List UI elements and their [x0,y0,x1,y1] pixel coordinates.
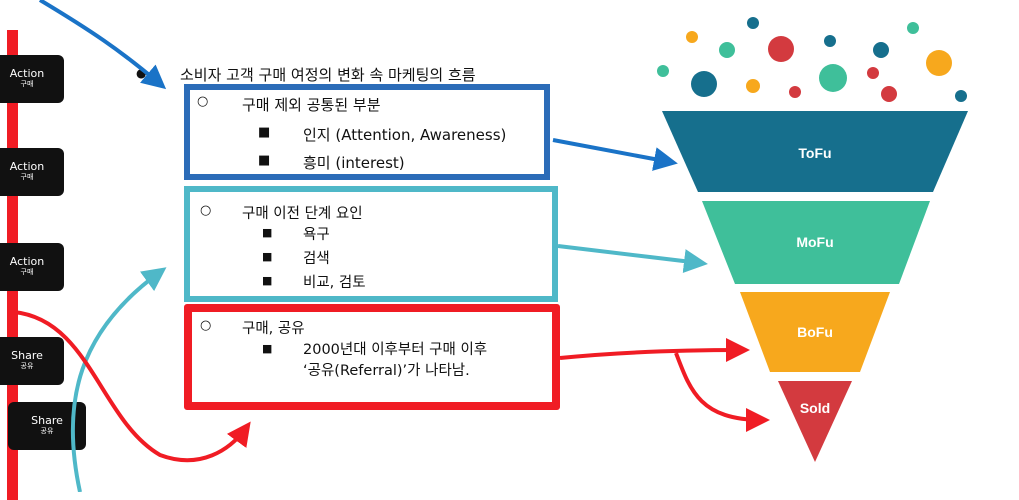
arrow-red-sold [674,352,770,432]
funnel-label-mofu: MoFu [796,234,833,250]
section-item: 흥미 (interest) [303,154,405,172]
open-bullet: ○ [200,318,212,333]
share-button-1[interactable]: Share 공유 [0,337,64,385]
square-bullet: ■ [258,153,271,168]
section-title: 구매 이전 단계 요인 [242,206,363,222]
funnel-label-bofu: BoFu [797,324,833,340]
action-button-sub: 구매 [20,80,34,88]
action-button-label: Action [9,67,45,80]
section-title: 구매, 공유 [242,321,305,337]
share-button-sub: 공유 [40,427,54,435]
share-button-label: Share [31,414,63,427]
section-item: 인지 (Attention, Awareness) [303,126,507,144]
open-bullet: ○ [200,203,212,218]
section-box-pre-purchase [184,186,558,302]
funnel-tofu [662,111,968,192]
action-button-sub: 구매 [20,173,34,181]
action-button-label: Action [9,160,45,173]
section-title: 구매 제외 공통된 부분 [242,96,381,114]
funnel-label-tofu: ToFu [798,145,831,161]
section-item: 욕구 [303,227,330,243]
share-button-sub: 공유 [20,362,34,370]
arrow-red-bofu [559,338,750,363]
open-bullet: ○ [197,94,209,109]
arrow-red-left [13,310,251,463]
section-item: 2000년대 이후부터 구매 이후 [303,342,488,358]
arrow-blue-top [38,0,167,90]
funnel-mofu [702,201,930,284]
square-bullet: ■ [262,226,273,239]
funnel-bofu [740,292,890,372]
arrow-cyan-left [70,267,167,492]
funnel-sold [778,381,852,462]
section-box-awareness [184,84,550,180]
main-bullet-text: 소비자 고객 구매 여정의 변화 속 마케팅의 흐름 [180,66,476,84]
section-box-purchase-share [184,304,560,410]
action-button-1[interactable]: Action 구매 [0,55,64,103]
section-item: 비교, 검토 [303,275,366,291]
action-button-2[interactable]: Action 구매 [0,148,64,196]
square-bullet: ■ [258,125,271,140]
section-item: ‘공유(Referral)’가 나타남. [303,363,470,379]
funnel-label-sold: Sold [800,400,830,416]
square-bullet: ■ [262,250,273,263]
action-button-3[interactable]: Action 구매 [0,243,64,291]
square-bullet: ■ [262,274,273,287]
share-button-label: Share [11,349,43,362]
arrow-cyan-mofu [557,244,708,274]
arrow-blue-tofu [552,138,678,171]
section-item: 검색 [303,251,330,267]
square-bullet: ■ [262,342,273,355]
confetti-dots [657,17,967,102]
action-button-sub: 구매 [20,268,34,276]
action-button-label: Action [9,255,45,268]
